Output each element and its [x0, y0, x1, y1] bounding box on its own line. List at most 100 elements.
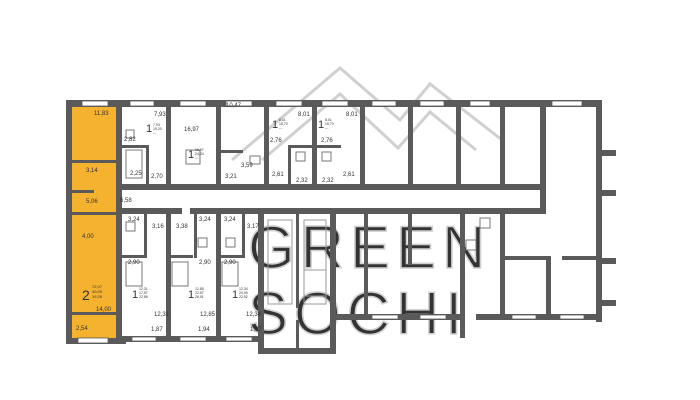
unit-info-line: 72,07 — [92, 284, 103, 289]
wall — [288, 145, 291, 185]
room-count: 1 — [188, 149, 194, 161]
unit-info-line: 40,05 — [92, 289, 103, 294]
area-label: 8,01 — [346, 112, 358, 118]
room-count: 1 — [132, 289, 138, 301]
wall — [317, 145, 341, 148]
room-count: 2 — [82, 287, 90, 303]
area-label: 2,61 — [343, 172, 355, 178]
area-label: 3,16 — [152, 224, 164, 230]
area-label: 12,85 — [200, 312, 216, 318]
stair-flight — [303, 219, 327, 305]
wall — [72, 160, 118, 163]
window — [225, 100, 253, 107]
highlighted-apartment[interactable] — [70, 104, 118, 340]
wall — [72, 312, 116, 315]
unit-plate[interactable]: 1 12,85 22,57 26,51 — [188, 287, 204, 301]
unit-info-line: 24,24 — [195, 152, 204, 156]
unit-info-line: 17,57 — [139, 291, 148, 295]
area-label: 2,76 — [321, 138, 333, 144]
area-label: 3,17 — [247, 224, 259, 230]
area-label: 3,24 — [199, 217, 211, 223]
wall — [221, 255, 243, 258]
wall — [336, 208, 546, 214]
unit-info-line: 7,93 — [153, 123, 160, 127]
wall — [171, 255, 193, 258]
unit-plate[interactable]: 1 8,01 15,70 --- — [318, 118, 334, 131]
window — [559, 314, 585, 320]
wall — [258, 208, 336, 214]
wall — [221, 150, 243, 153]
unit-info-line: --- — [195, 156, 199, 160]
bathtub-icon — [171, 261, 189, 287]
unit-plate[interactable]: 1 16,97 24,24 --- — [188, 148, 204, 161]
sink-icon — [225, 237, 236, 248]
unit-info-line: 16,97 — [195, 148, 204, 152]
room-count: 1 — [232, 289, 238, 301]
highlighted-unit-plate[interactable]: 2 72,07 40,05 19,26 — [82, 284, 103, 303]
sink-icon — [249, 155, 261, 165]
area-label: 5,06 — [86, 199, 98, 205]
wall — [500, 100, 505, 190]
unit-plate[interactable]: 1 12,34 20,09 22,52 — [232, 287, 248, 301]
window — [419, 100, 445, 107]
wall — [66, 100, 72, 344]
unit-info-line: 12,85 — [195, 287, 204, 291]
unit-plate[interactable]: 1 8,01 15,70 --- — [272, 118, 288, 131]
area-label: 3,24 — [128, 217, 140, 223]
area-label: 16,97 — [184, 127, 200, 133]
toilet-icon — [295, 151, 306, 162]
area-label: 2,82 — [124, 137, 136, 143]
window — [551, 100, 583, 107]
window — [321, 100, 349, 107]
wall — [546, 256, 551, 318]
window — [275, 100, 303, 107]
wall — [194, 214, 197, 258]
unit-info-line: 15,70 — [279, 122, 288, 126]
area-label: 1,87 — [250, 327, 262, 333]
wall — [476, 314, 602, 320]
wall — [562, 256, 602, 260]
watermark-text-sochi: SOCHI — [248, 280, 468, 347]
unit-plate[interactable]: 1 7,93 15,20 --- — [146, 123, 162, 135]
wall — [72, 212, 116, 215]
wall — [190, 208, 262, 214]
bathtub-icon — [125, 149, 143, 179]
bathtub-icon — [125, 261, 143, 287]
wall — [242, 214, 245, 258]
area-label: 2,25 — [130, 171, 142, 177]
wall — [146, 145, 149, 185]
unit-info-line: 8,01 — [279, 118, 286, 122]
area-label: 11,83 — [94, 111, 109, 117]
area-label: 1,94 — [198, 327, 210, 333]
area-label: 3,24 — [224, 217, 236, 223]
wall — [122, 255, 144, 258]
wall — [216, 208, 221, 342]
window — [371, 100, 397, 107]
area-label: 2,32 — [296, 178, 308, 184]
area-labels: 11,83 7,93 16,97 10,47 8,01 8,01 2,82 2,… — [76, 103, 358, 333]
unit-info-line: --- — [153, 131, 157, 135]
wall — [144, 214, 147, 258]
wall — [330, 208, 336, 354]
area-label: 8,01 — [298, 112, 310, 118]
area-label: 2,90 — [199, 260, 211, 266]
room-count: 1 — [146, 123, 152, 135]
area-label: 12,31 — [154, 312, 170, 318]
wall — [296, 320, 299, 348]
unit-plate[interactable]: 1 12,31 17,57 22,86 — [132, 287, 148, 301]
wall — [258, 348, 336, 354]
area-label: 7,93 — [154, 112, 166, 118]
room-count: 1 — [188, 289, 194, 301]
window — [225, 336, 253, 342]
wall — [602, 150, 616, 156]
wall — [72, 190, 94, 193]
sink-icon — [479, 217, 491, 229]
area-label: 2,76 — [270, 138, 282, 144]
area-label: 2,70 — [151, 174, 163, 180]
area-label: 2,32 — [322, 178, 334, 184]
window — [469, 100, 491, 107]
window — [419, 314, 447, 320]
unit-info-line: 22,52 — [239, 295, 248, 299]
unit-info-line: 26,51 — [195, 295, 204, 299]
